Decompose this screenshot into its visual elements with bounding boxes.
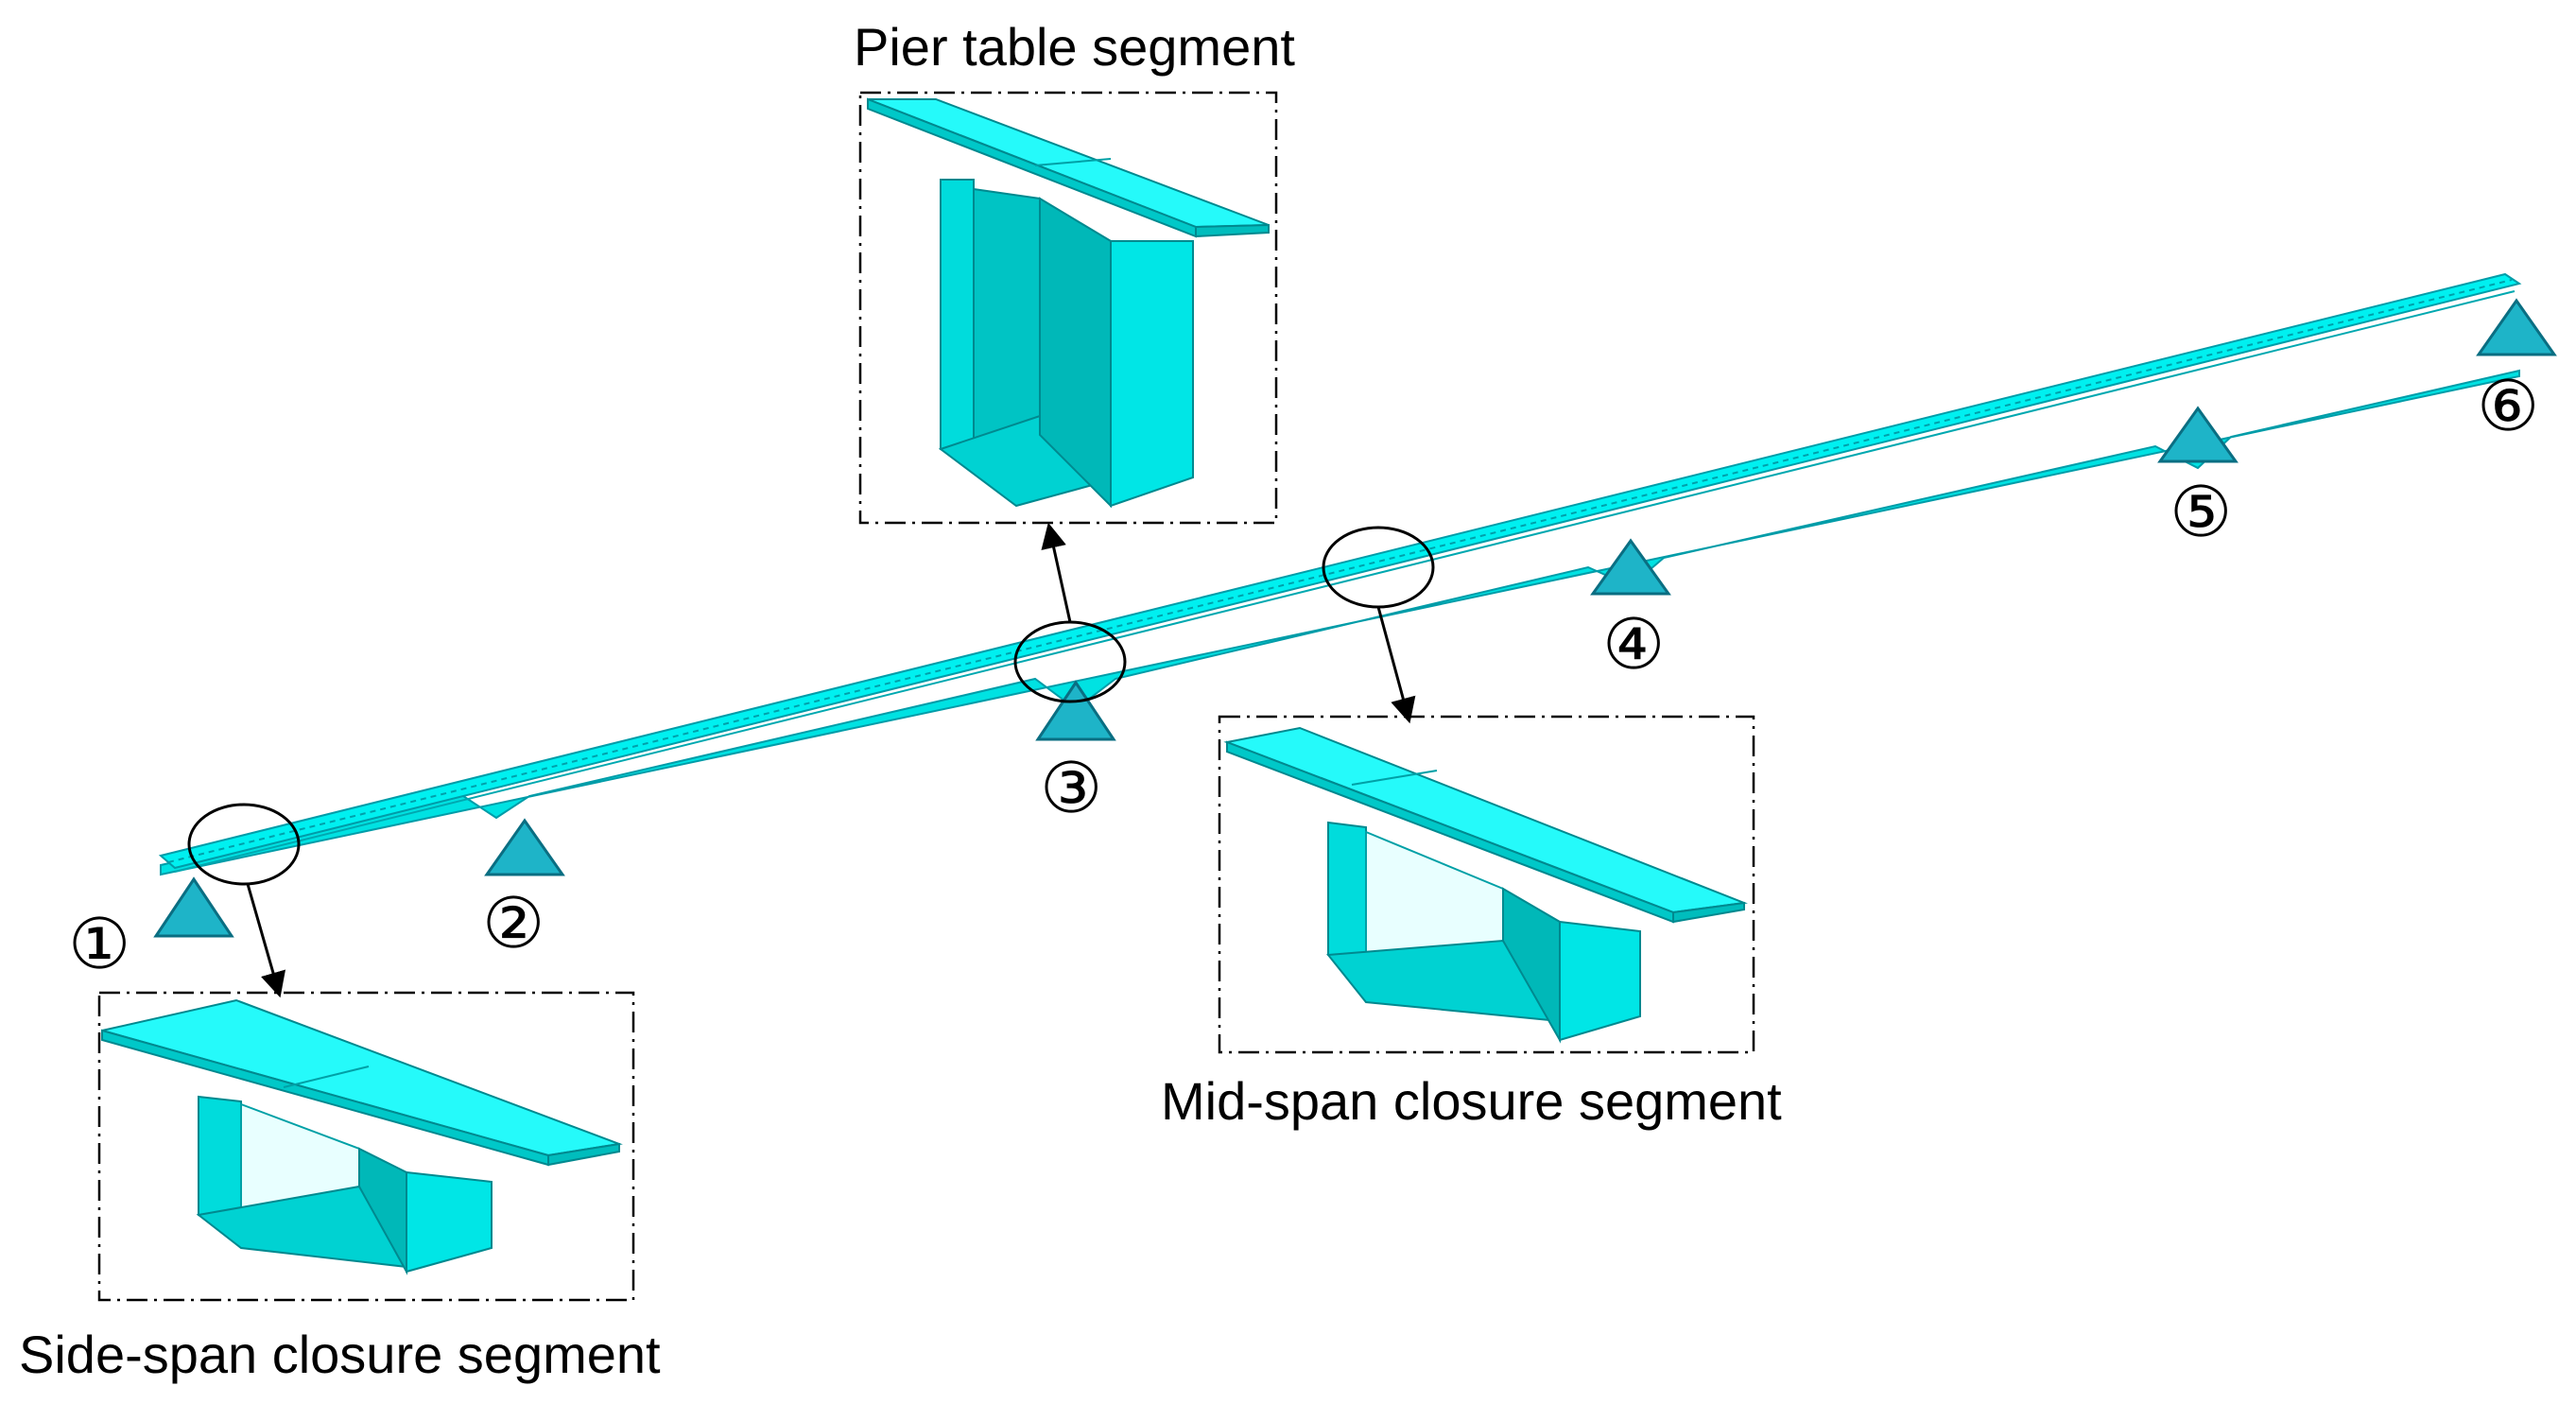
side-span-frame: [97, 991, 635, 1302]
pier-inner-void: [973, 187, 1041, 446]
mid-right-web-front: [1559, 920, 1641, 1042]
support-1-number: ①: [68, 904, 131, 985]
mid-deck-joint: [1351, 770, 1438, 786]
side-deck-joint: [283, 1066, 370, 1088]
support-6-triangle: [2476, 298, 2557, 356]
girder-soffit-line: [174, 290, 2515, 873]
pier-table-frame: [858, 91, 1278, 525]
support-2-triangle: [484, 818, 565, 876]
support-1-triangle: [153, 876, 234, 938]
support-2-number: ②: [482, 883, 545, 964]
detail-frames: [97, 91, 1755, 1302]
girder-deck-centerline: [167, 279, 2513, 863]
pier-left-web: [940, 179, 975, 463]
support-4-triangle: [1590, 538, 1671, 596]
mid-span-frame: [1218, 715, 1755, 1054]
main-girder: [158, 272, 2522, 876]
mid-span-arrow: [1376, 606, 1416, 724]
pier-right-web-side: [1039, 197, 1112, 509]
girder-web-haunches: [160, 369, 2520, 876]
mid-span-label: Mid-span closure segment: [1161, 1071, 1782, 1131]
support-3-number: ③: [1040, 748, 1103, 829]
side-span-ellipse: [187, 803, 301, 886]
mid-left-web: [1327, 821, 1367, 976]
support-6-number: ⑥: [2477, 366, 2540, 447]
support-3-triangle: [1035, 680, 1116, 741]
side-deck-edge-right: [547, 1142, 620, 1167]
side-right-web-side: [358, 1147, 407, 1275]
support-5-number: ⑤: [2170, 472, 2233, 553]
mid-right-web-side: [1502, 887, 1561, 1044]
mid-span-box-girder: [1223, 726, 1748, 1044]
side-span-arrow: [246, 883, 286, 998]
pier-table-arrow: [1041, 522, 1072, 623]
pier-right-web-front: [1110, 240, 1194, 508]
pier-deck-edge-right: [1195, 223, 1270, 238]
side-deck-top: [101, 998, 623, 1157]
leader-arrows: [246, 522, 1416, 998]
side-span-box-girder: [101, 998, 623, 1275]
support-5-triangle: [2157, 406, 2239, 463]
pier-table-label: Pier table segment: [854, 17, 1295, 77]
mid-deck-edge-right: [1672, 901, 1745, 924]
pier-table-box-girder: [867, 97, 1270, 509]
pier-deck-joint: [1034, 158, 1112, 166]
support-4-number: ④: [1602, 604, 1666, 685]
side-span-label: Side-span closure segment: [19, 1325, 661, 1384]
supports: [153, 298, 2557, 938]
side-right-web-front: [406, 1170, 493, 1274]
